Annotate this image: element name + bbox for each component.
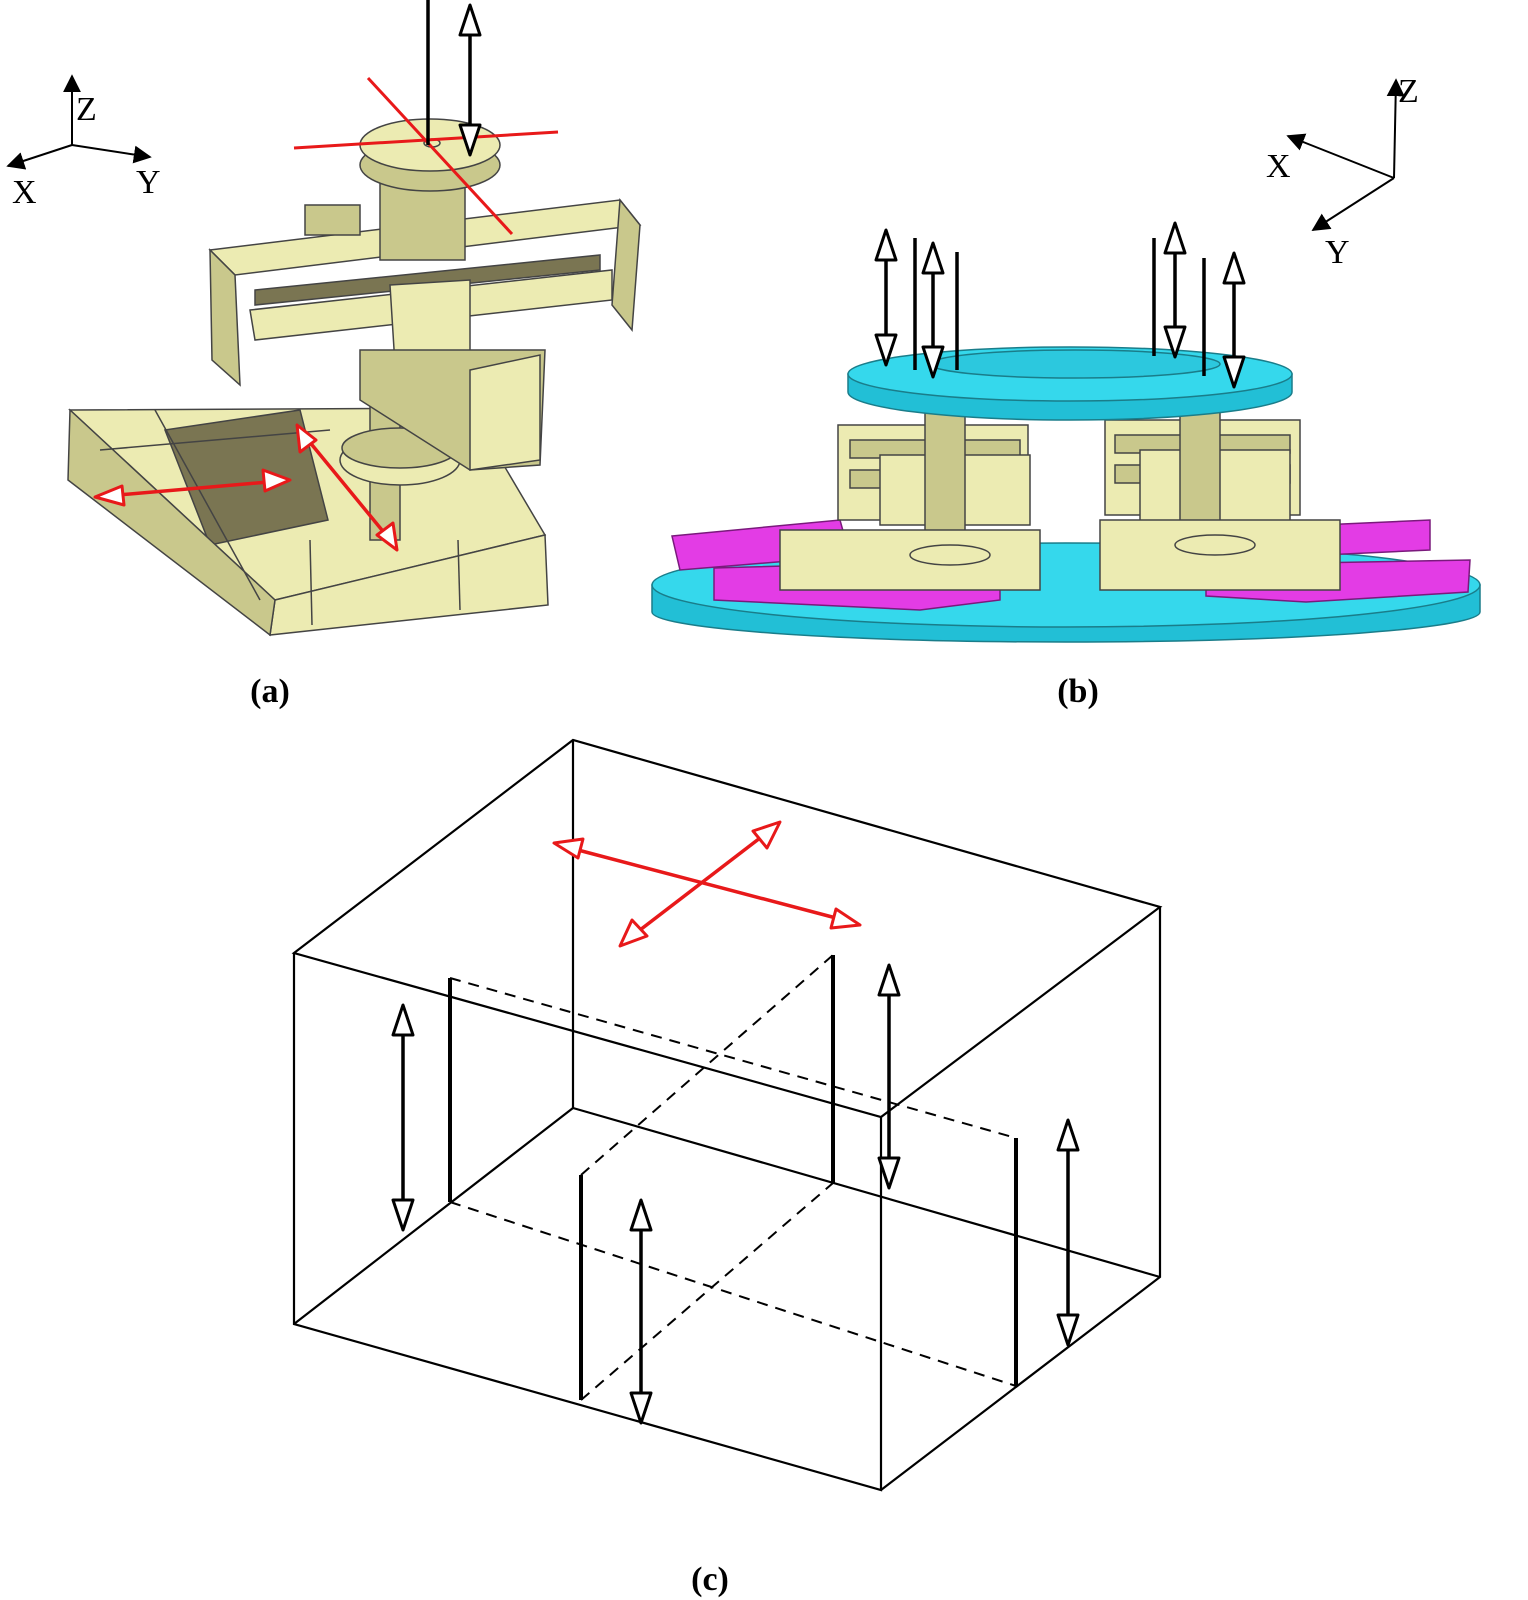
panel-a: Z X Y (6, 0, 642, 710)
dashed-mid-planes (449, 954, 1017, 1401)
axis-label-y: Y (1325, 234, 1350, 271)
caption-a: (a) (250, 673, 290, 710)
translation-arrow-base-x (295, 423, 399, 552)
double-arrow-c-2 (877, 963, 901, 1190)
rotation-axis-line-2 (366, 76, 514, 236)
double-arrow-b-1 (874, 228, 898, 367)
translation-arrow-c-x (618, 820, 782, 948)
double-arrow-c-4 (629, 1198, 653, 1425)
double-arrow-c-1 (391, 1003, 415, 1232)
panel-c: (c) (291, 738, 1163, 1598)
compliant-leg-left (779, 399, 1041, 591)
limbs-c (448, 955, 1018, 1400)
axis-label-x: X (1266, 148, 1291, 185)
panel-b: Z X Y (651, 73, 1481, 710)
caption-b: (b) (1057, 673, 1099, 710)
double-arrow-b-2 (921, 241, 945, 379)
axis-label-y: Y (136, 164, 161, 201)
input-limbs-b (913, 238, 1206, 376)
double-arrow-b-3 (1163, 221, 1187, 359)
caption-c: (c) (691, 1561, 729, 1598)
double-arrow-b-4 (1222, 251, 1246, 389)
lower-post (339, 399, 461, 541)
compliant-leg-right (1099, 399, 1341, 591)
translation-arrow-c-y (552, 837, 862, 930)
top-ring (847, 346, 1293, 421)
axes-triad-b: Z X Y (1266, 73, 1419, 271)
translation-arrow-base-y (93, 468, 292, 507)
workspace-box (291, 738, 1163, 1492)
axis-label-z: Z (1398, 73, 1419, 110)
double-arrow-vertical-a (458, 3, 482, 157)
axis-label-x: X (12, 174, 37, 211)
double-arrow-c-3 (1056, 1118, 1080, 1347)
axes-triad-a: Z X Y (6, 74, 161, 211)
axis-label-z: Z (76, 91, 97, 128)
